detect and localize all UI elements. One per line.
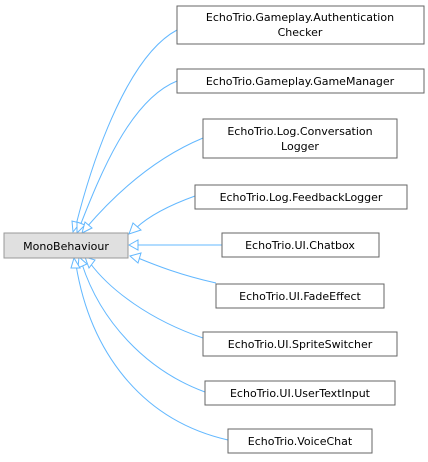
class-label-line: EchoTrio.Log.FeedbackLogger	[220, 191, 383, 204]
class-node-authentication-checker[interactable]: EchoTrio.Gameplay.Authentication Checker	[176, 5, 425, 45]
class-node-user-text-input[interactable]: EchoTrio.UI.UserTextInput	[204, 380, 396, 406]
arrowhead-feedback-logger	[128, 222, 142, 235]
arrowhead-chatbox	[127, 239, 139, 251]
class-node-game-manager[interactable]: EchoTrio.Gameplay.GameManager	[176, 68, 425, 94]
edge-voice-chat	[75, 264, 229, 441]
class-label-line: EchoTrio.UI.FadeEffect	[239, 290, 361, 303]
class-label-line: EchoTrio.Log.Conversation	[227, 125, 372, 138]
class-label-line: Checker	[278, 26, 323, 39]
edge-game-manager	[79, 80, 178, 227]
base-class-label: MonoBehaviour	[23, 240, 109, 253]
edge-authentication-checker	[75, 29, 178, 226]
edge-sprite-switcher	[89, 262, 204, 339]
arrowhead-sprite-switcher	[84, 256, 96, 270]
class-node-voice-chat[interactable]: EchoTrio.VoiceChat	[227, 428, 373, 454]
class-label-line: Logger	[281, 140, 319, 153]
edge-fade-effect	[137, 257, 217, 284]
class-node-chatbox[interactable]: EchoTrio.UI.Chatbox	[221, 232, 380, 258]
class-node-feedback-logger[interactable]: EchoTrio.Log.FeedbackLogger	[194, 184, 408, 210]
class-node-sprite-switcher[interactable]: EchoTrio.UI.SpriteSwitcher	[202, 331, 398, 357]
edge-feedback-logger	[135, 195, 196, 229]
edge-conversation-logger	[85, 137, 204, 229]
class-label-line: EchoTrio.Gameplay.Authentication	[206, 11, 394, 24]
class-label-line: EchoTrio.VoiceChat	[248, 435, 353, 448]
arrowhead-user-text-input	[77, 255, 88, 269]
class-label-line: EchoTrio.Gameplay.GameManager	[206, 75, 395, 88]
arrowhead-conversation-logger	[81, 221, 93, 234]
arrowhead-voice-chat	[70, 256, 81, 269]
class-label-line: EchoTrio.UI.Chatbox	[245, 239, 355, 252]
arrowhead-fade-effect	[128, 252, 142, 264]
inheritance-edges	[70, 29, 229, 441]
edge-user-text-input	[81, 263, 206, 393]
class-node-conversation-logger[interactable]: EchoTrio.Log.Conversation Logger	[202, 118, 398, 159]
base-class-node[interactable]: MonoBehaviour	[3, 232, 129, 259]
arrowhead-game-manager	[76, 221, 86, 235]
class-label-line: EchoTrio.UI.UserTextInput	[230, 387, 371, 400]
class-label-line: EchoTrio.UI.SpriteSwitcher	[228, 338, 373, 351]
class-node-fade-effect[interactable]: EchoTrio.UI.FadeEffect	[215, 283, 385, 309]
